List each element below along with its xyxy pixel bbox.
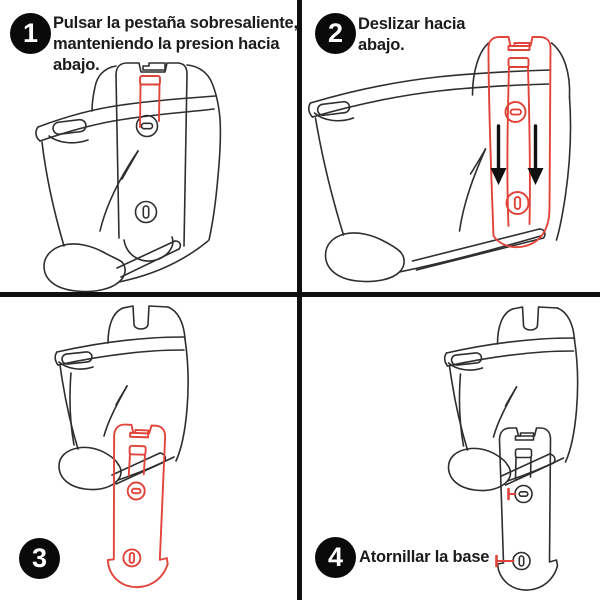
step-number: 3 bbox=[31, 543, 48, 573]
step-3-number-badge: 3 bbox=[19, 538, 60, 579]
step-1-label: Pulsar la pestaña sobresaliente, manteni… bbox=[53, 14, 297, 74]
device-body bbox=[54, 305, 189, 491]
screw-icons bbox=[495, 487, 517, 568]
device-body bbox=[35, 62, 222, 292]
step-number: 2 bbox=[327, 18, 344, 48]
tab-grip bbox=[510, 60, 527, 65]
step-2-illustration bbox=[307, 36, 572, 283]
step-2-label: Deslizar hacia abajo. bbox=[358, 15, 466, 54]
step-1-illustration bbox=[35, 62, 222, 292]
step-number: 4 bbox=[327, 542, 344, 572]
device-body bbox=[307, 42, 572, 283]
step-panel-3: 3 bbox=[0, 297, 297, 600]
tab-grip bbox=[142, 78, 158, 83]
tab-grip bbox=[517, 450, 530, 454]
tab-highlight bbox=[139, 75, 161, 128]
step-panel-1: 1 Pulsar la pestaña sobresaliente, mante… bbox=[0, 0, 297, 292]
step-number: 1 bbox=[22, 18, 39, 48]
step-1-number-badge: 1 bbox=[10, 13, 51, 54]
step-4-number-badge: 4 bbox=[315, 537, 356, 578]
device-body bbox=[443, 306, 579, 492]
vertical-divider bbox=[297, 0, 302, 600]
tab-grip bbox=[131, 447, 145, 451]
step-panel-4: 4 Atornillar la base bbox=[302, 297, 600, 600]
step-4-label: Atornillar la base bbox=[359, 548, 490, 566]
step-3-illustration bbox=[54, 305, 189, 589]
down-arrow-icons bbox=[490, 124, 544, 185]
step-2-number-badge: 2 bbox=[315, 13, 356, 54]
step-4-illustration bbox=[443, 306, 579, 591]
back-plate-highlight bbox=[487, 36, 552, 249]
base-plate bbox=[496, 427, 559, 591]
back-plate-detached bbox=[106, 423, 169, 589]
step-panel-2: 2 Deslizar hacia abajo. bbox=[302, 0, 600, 292]
